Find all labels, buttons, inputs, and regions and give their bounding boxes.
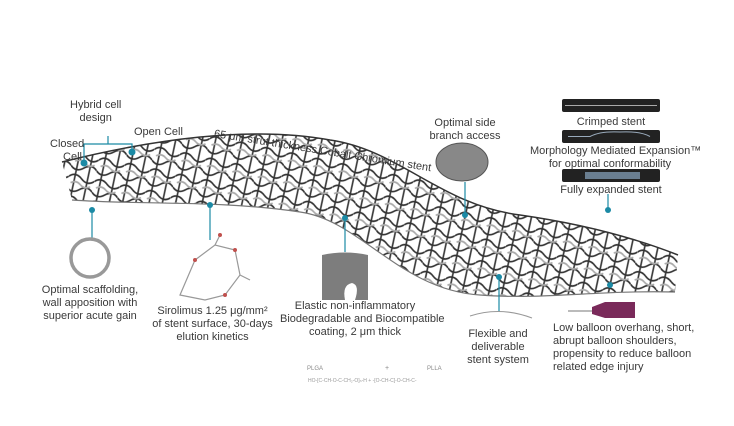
label-open-cell: Open Cell <box>134 126 183 138</box>
polymer-formula: HO-[C-CH-O-C-CH₂-O]ₙ-H + -[O-CH-C]-O-CH-… <box>308 378 417 384</box>
label-crimped: Crimped stent <box>576 116 646 128</box>
balloon-images <box>562 99 660 182</box>
coating-image <box>322 252 368 300</box>
stent-ring-image <box>69 237 111 279</box>
label-scaffolding: Optimal scaffolding,wall apposition with… <box>41 284 139 322</box>
label-plla: PLLA <box>427 366 442 372</box>
label-expanded: Fully expanded stent <box>560 184 662 196</box>
label-plus: + <box>385 365 390 372</box>
callout-dots <box>80 148 613 288</box>
side-branch-image <box>435 142 489 182</box>
sirolimus-molecule <box>179 233 251 301</box>
label-balloon: Low balloon overhang, short,abrupt ballo… <box>553 322 695 373</box>
balloon-catheter-image <box>568 302 635 318</box>
label-plga: PLGA <box>307 366 324 372</box>
delivery-system-image <box>469 310 533 319</box>
